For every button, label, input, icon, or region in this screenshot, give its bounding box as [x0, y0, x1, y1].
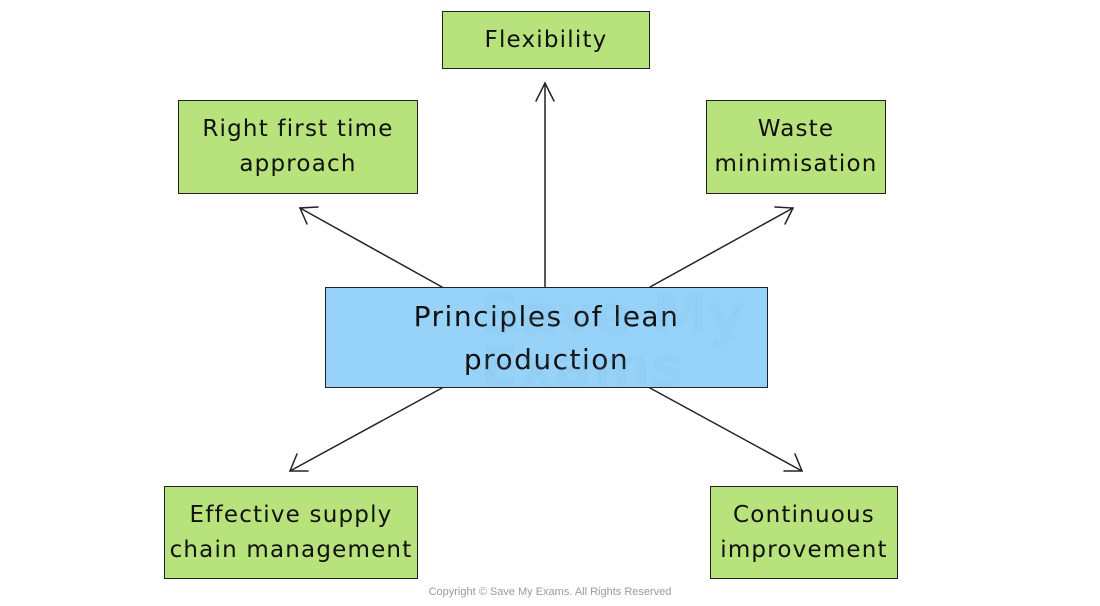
node-label-line1: Continuous [733, 501, 875, 528]
arrowhead-waste-minimisation [774, 206, 795, 225]
node-continuous-improvement: Continuous improvement [710, 486, 898, 579]
node-right-first-time: Right first time approach [178, 100, 418, 194]
node-label-line2: minimisation [714, 151, 878, 177]
arrow-to-right-first-time [299, 207, 443, 288]
node-label-line1: Effective supply [189, 501, 393, 528]
arrow-to-waste-minimisation [649, 207, 794, 288]
center-label-line1: Principles of lean [413, 299, 680, 333]
node-label-line1: Waste [757, 116, 835, 142]
arrow-to-continuous-improvement [649, 387, 803, 472]
node-label: Flexibility [484, 26, 608, 53]
arrowhead-supply-chain [288, 453, 309, 472]
node-label-line2: improvement [720, 536, 888, 563]
node-label-line2: approach [239, 151, 357, 177]
center-label-line2: production [463, 342, 630, 376]
arrowhead-right-first-time [298, 206, 319, 225]
arrowhead-flexibility [535, 81, 555, 102]
node-label-line1: Right first time [202, 116, 394, 142]
node-supply-chain: Effective supply chain management [164, 486, 418, 579]
node-flexibility: Flexibility [442, 11, 650, 69]
copyright-notice: Copyright © Save My Exams. All Rights Re… [428, 586, 672, 598]
node-label-line2: chain management [169, 536, 413, 563]
arrow-to-supply-chain [289, 387, 443, 472]
node-waste-minimisation: Waste minimisation [706, 100, 886, 194]
arrowhead-continuous-improvement [783, 453, 804, 472]
node-center-principles: Principles of lean production [325, 287, 768, 388]
